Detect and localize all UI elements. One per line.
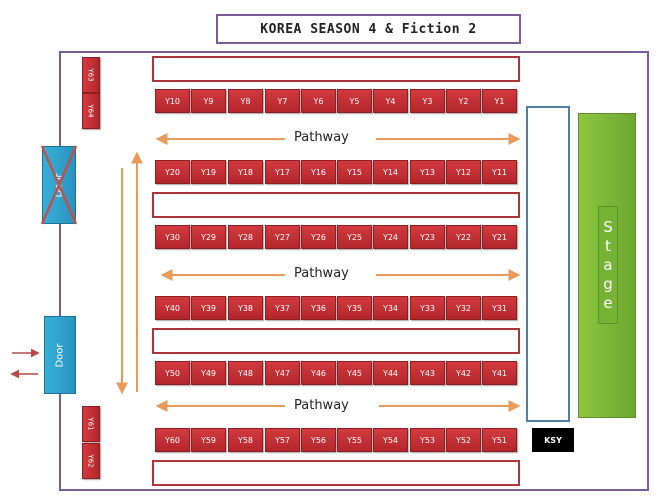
- front-area-box: [526, 106, 570, 422]
- seat[interactable]: Y6: [301, 89, 336, 113]
- seat[interactable]: Y46: [301, 361, 336, 385]
- seat[interactable]: Y35: [337, 296, 372, 320]
- seat[interactable]: Y3: [410, 89, 445, 113]
- seat[interactable]: Y2: [446, 89, 481, 113]
- pathway-label: Pathway: [294, 266, 349, 281]
- seat[interactable]: Y10: [155, 89, 190, 113]
- seat[interactable]: Y19: [191, 160, 226, 184]
- seat[interactable]: Y48: [228, 361, 263, 385]
- seat[interactable]: Y15: [337, 160, 372, 184]
- side-seat[interactable]: Y62: [82, 443, 100, 479]
- seat[interactable]: Y36: [301, 296, 336, 320]
- side-seat[interactable]: Y64: [82, 93, 100, 129]
- empty-row-1: [152, 56, 520, 82]
- seat[interactable]: Y5: [337, 89, 372, 113]
- seat[interactable]: Y33: [410, 296, 445, 320]
- seat[interactable]: Y37: [265, 296, 300, 320]
- pathway-label: Pathway: [294, 130, 349, 145]
- seat[interactable]: Y45: [337, 361, 372, 385]
- seat[interactable]: Y14: [373, 160, 408, 184]
- seat[interactable]: Y59: [191, 428, 226, 452]
- seat[interactable]: Y17: [265, 160, 300, 184]
- seat[interactable]: Y28: [228, 225, 263, 249]
- seat[interactable]: Y40: [155, 296, 190, 320]
- seat[interactable]: Y38: [228, 296, 263, 320]
- diagram-title: KOREA SEASON 4 & Fiction 2: [216, 14, 521, 44]
- empty-row-3: [152, 328, 520, 354]
- seat[interactable]: Y18: [228, 160, 263, 184]
- seat[interactable]: Y25: [337, 225, 372, 249]
- seat[interactable]: Y1: [482, 89, 517, 113]
- seat[interactable]: Y27: [265, 225, 300, 249]
- seat[interactable]: Y12: [446, 160, 481, 184]
- stage-label: S t a g e: [598, 206, 618, 324]
- entrance-door: Door: [44, 316, 76, 394]
- seat[interactable]: Y26: [301, 225, 336, 249]
- seat[interactable]: Y43: [410, 361, 445, 385]
- ksy-marker: KSY: [532, 428, 574, 452]
- seat[interactable]: Y53: [410, 428, 445, 452]
- empty-row-2: [152, 192, 520, 218]
- seat[interactable]: Y8: [228, 89, 263, 113]
- seat[interactable]: Y9: [191, 89, 226, 113]
- seat[interactable]: Y47: [265, 361, 300, 385]
- seat[interactable]: Y50: [155, 361, 190, 385]
- side-seat[interactable]: Y63: [82, 57, 100, 93]
- seat[interactable]: Y41: [482, 361, 517, 385]
- seat[interactable]: Y32: [446, 296, 481, 320]
- seat[interactable]: Y52: [446, 428, 481, 452]
- seat[interactable]: Y30: [155, 225, 190, 249]
- seat[interactable]: Y60: [155, 428, 190, 452]
- seat[interactable]: Y4: [373, 89, 408, 113]
- seat[interactable]: Y11: [482, 160, 517, 184]
- seat[interactable]: Y34: [373, 296, 408, 320]
- title-text: KOREA SEASON 4 & Fiction 2: [260, 21, 477, 37]
- seat[interactable]: Y58: [228, 428, 263, 452]
- seat[interactable]: Y39: [191, 296, 226, 320]
- seat[interactable]: Y44: [373, 361, 408, 385]
- cross-icon: [40, 145, 78, 225]
- pathway-label: Pathway: [294, 398, 349, 413]
- seat[interactable]: Y54: [373, 428, 408, 452]
- seat[interactable]: Y42: [446, 361, 481, 385]
- seat[interactable]: Y56: [301, 428, 336, 452]
- venue-room: [59, 51, 649, 491]
- seat[interactable]: Y29: [191, 225, 226, 249]
- seat[interactable]: Y7: [265, 89, 300, 113]
- seat[interactable]: Y21: [482, 225, 517, 249]
- seat[interactable]: Y49: [191, 361, 226, 385]
- seat[interactable]: Y24: [373, 225, 408, 249]
- seat[interactable]: Y23: [410, 225, 445, 249]
- seat[interactable]: Y55: [337, 428, 372, 452]
- seat[interactable]: Y51: [482, 428, 517, 452]
- side-seat[interactable]: Y61: [82, 406, 100, 442]
- seat[interactable]: Y22: [446, 225, 481, 249]
- seat[interactable]: Y16: [301, 160, 336, 184]
- seat[interactable]: Y57: [265, 428, 300, 452]
- seat[interactable]: Y13: [410, 160, 445, 184]
- seat[interactable]: Y31: [482, 296, 517, 320]
- seat[interactable]: Y20: [155, 160, 190, 184]
- empty-row-4: [152, 460, 520, 486]
